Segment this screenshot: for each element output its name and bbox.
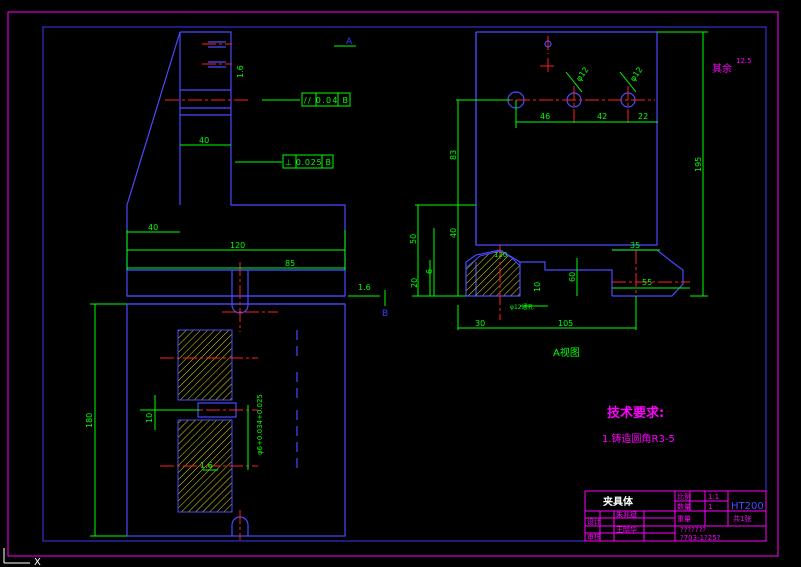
section-marker-a: A [346,37,353,47]
dim-22: 22 [638,112,648,121]
dim-bore: φ6+0.034+0.025 [256,394,264,455]
tb-qty-value: 1 [708,503,712,511]
dim-40-left: 40 [148,223,158,232]
tb-scale-label: 比例 [677,492,691,501]
dim-46: 46 [540,112,550,121]
left-view [126,31,346,537]
perp-tolerance-frame [282,154,334,169]
tb-design-name: 朱兆斌 [616,510,637,519]
tb-scale-value: 1:1 [708,493,719,501]
tb-check-name: 王晓华 [616,525,637,534]
parallel-tolerance-text: // 0.04 B [304,96,348,105]
dim-phi12-b: φ12 [628,65,644,83]
dim-10-right: 10 [533,282,542,292]
right-body-outline [475,31,658,246]
base-top-slab [126,269,346,297]
base-body [126,303,346,537]
tb-code1: ??????? [680,526,706,534]
roughness-lower: 1.6 [200,461,213,470]
dim-10: 10 [145,413,154,423]
notes-title: 技术要求: [607,405,664,421]
dim-85: 85 [285,259,295,268]
tb-part-name: 夹具体 [603,495,634,508]
title-block [584,490,767,542]
dim-40-mid: 40 [199,136,209,145]
right-dimensions [412,31,708,330]
left-dimensions [90,99,386,537]
dim-120: 120 [230,241,245,250]
inner-border [42,26,767,542]
dim-phi-note: φ12通孔 [510,303,534,311]
tb-row-check: 审核 [587,532,601,541]
dim-55: 55 [642,278,652,287]
dim-50: 50 [409,234,418,244]
datum-b: B [382,309,388,319]
ucs-x-label: X [34,557,41,567]
dim-60: 60 [568,272,577,282]
hatch-section-upper [177,329,233,401]
ucs-icon [3,548,30,564]
dim-20: 20 [410,278,419,288]
dim-35: 35 [630,241,640,250]
dim-195: 195 [694,157,703,172]
dim-phi12-a: φ12 [574,65,590,83]
tb-sheet: 共1张 [733,514,751,523]
dim-42: 42 [597,112,607,121]
dim-105: 105 [558,319,573,328]
perp-tolerance-text: ⊥ 0.025 B [285,158,331,167]
view-label-a: A视图 [553,346,580,359]
dim-30: 30 [475,319,485,328]
dim-120-small: 120 [494,251,507,259]
roughness-rest-value: 12.5 [736,57,752,65]
tb-material: HT200 [731,501,764,512]
tb-row-design: 设计 [587,517,601,526]
tb-weight-label: 重量 [677,515,691,523]
dim-40-right: 40 [449,228,458,238]
tb-qty-label: 数量 [677,502,691,511]
outer-frame [7,11,779,557]
roughness-rest-label: 其余 [712,62,732,75]
right-hatch [465,250,521,297]
tb-code2: ?703-1?25? [680,534,721,542]
dim-180: 180 [85,413,94,428]
roughness-top: 1.6 [236,65,245,78]
notes-item1: 1.铸造圆角R3-5 [602,432,675,445]
dim-6: 6 [425,269,434,274]
parallel-tolerance-frame [301,92,351,107]
dim-83: 83 [449,150,458,160]
roughness-right: 1.6 [358,283,371,292]
left-centerlines [160,43,278,540]
